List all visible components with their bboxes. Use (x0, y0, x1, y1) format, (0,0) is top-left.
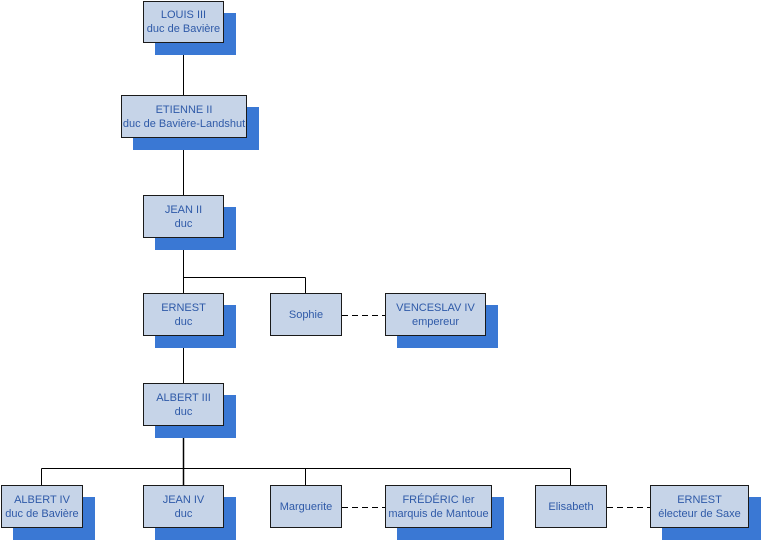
node-title: duc (174, 217, 193, 230)
node-name: JEAN II (164, 203, 203, 216)
node-sophie[interactable]: Sophie (270, 293, 342, 336)
node-ernest-saxe[interactable]: ERNEST électeur de Saxe (650, 485, 761, 540)
node-title: duc (174, 405, 193, 418)
node-venceslav4[interactable]: VENCESLAV IV empereur (385, 293, 498, 348)
node-name: ERNEST (161, 301, 206, 314)
node-jean2[interactable]: JEAN II duc (143, 195, 236, 250)
node-box: ETIENNE II duc de Bavière-Landshut (121, 95, 247, 138)
node-name: ALBERT IV (14, 493, 70, 506)
node-ernest[interactable]: ERNEST duc (143, 293, 236, 348)
node-box: ERNEST duc (143, 293, 224, 336)
node-box: ALBERT III duc (143, 383, 224, 426)
node-name: VENCESLAV IV (396, 301, 475, 314)
node-box: VENCESLAV IV empereur (385, 293, 486, 336)
node-title: duc de Bavière (5, 507, 79, 520)
node-name: ETIENNE II (155, 103, 213, 116)
node-box: Elisabeth (535, 485, 607, 528)
node-name: LOUIS III (160, 9, 207, 21)
node-title: électeur de Saxe (658, 507, 741, 520)
node-box: JEAN IV duc (143, 485, 224, 528)
tree-edges (41, 42, 651, 508)
node-title: duc (174, 315, 193, 328)
node-louis3[interactable]: LOUIS III duc de Bavière (143, 1, 236, 55)
node-etienne2[interactable]: ETIENNE II duc de Bavière-Landshut (121, 95, 259, 150)
node-box: JEAN II duc (143, 195, 224, 238)
node-albert4[interactable]: ALBERT IV duc de Bavière (1, 485, 95, 540)
node-box: LOUIS III duc de Bavière (143, 1, 224, 43)
node-name: Sophie (288, 308, 324, 321)
node-jean4[interactable]: JEAN IV duc (143, 485, 236, 540)
node-title: empereur (411, 315, 460, 328)
node-title: marquis de Mantoue (388, 507, 489, 520)
node-name: ALBERT III (156, 391, 211, 404)
node-box: Marguerite (270, 485, 342, 528)
node-name: Elisabeth (548, 500, 594, 513)
node-elisabeth[interactable]: Elisabeth (535, 485, 607, 528)
node-box: FRÉDÉRIC Ier marquis de Mantoue (385, 485, 492, 528)
node-title: duc de Bavière (146, 23, 221, 35)
node-title: duc de Bavière-Landshut (122, 117, 246, 130)
node-box: ALBERT IV duc de Bavière (1, 485, 83, 528)
node-name: FRÉDÉRIC Ier (402, 493, 475, 506)
node-frederic1[interactable]: FRÉDÉRIC Ier marquis de Mantoue (385, 485, 504, 540)
node-box: Sophie (270, 293, 342, 336)
node-box: ERNEST électeur de Saxe (650, 485, 749, 528)
node-name: Marguerite (279, 500, 333, 513)
node-name: JEAN IV (162, 493, 205, 506)
node-albert3[interactable]: ALBERT III duc (143, 383, 236, 438)
node-marguerite[interactable]: Marguerite (270, 485, 342, 528)
node-name: ERNEST (677, 493, 722, 506)
node-title: duc (174, 507, 193, 520)
